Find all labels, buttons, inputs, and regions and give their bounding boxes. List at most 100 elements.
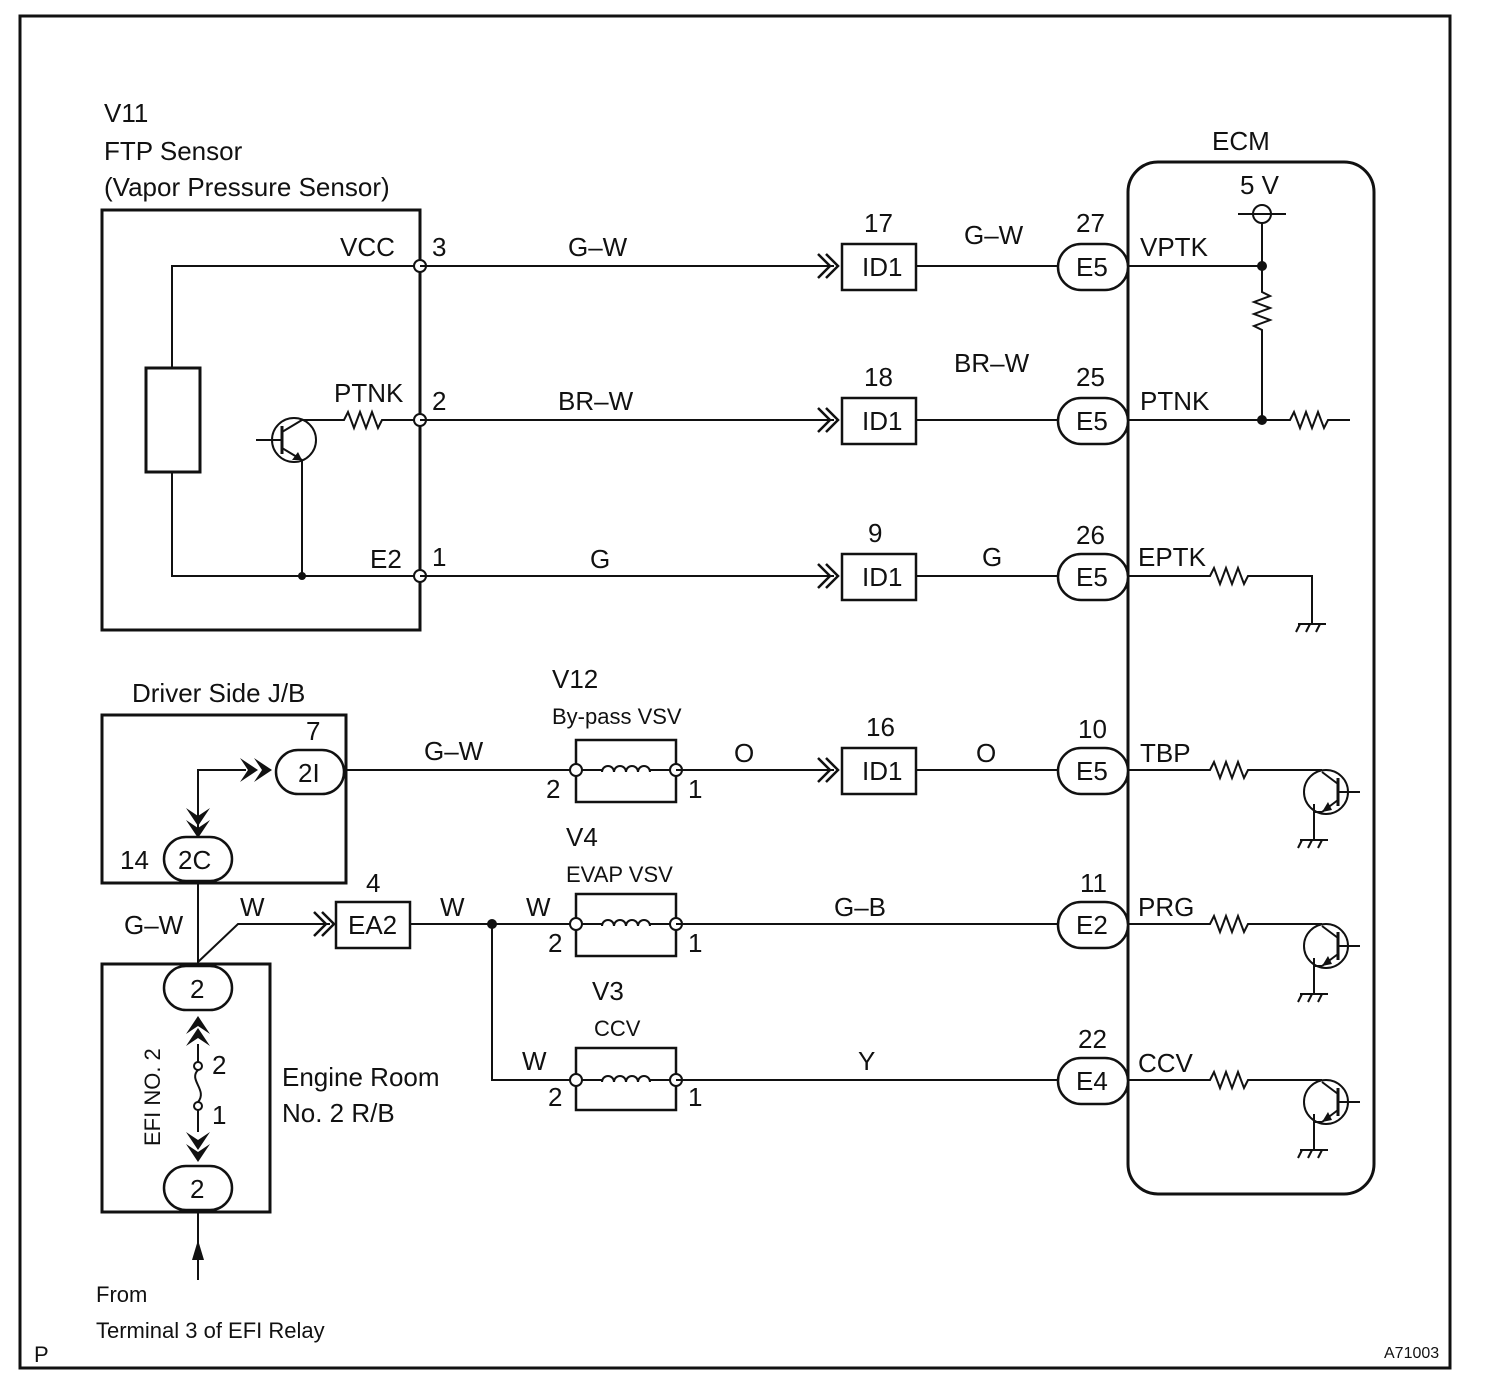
ecm-connector-label: E5 xyxy=(1076,406,1108,436)
ecm-pin: 27 xyxy=(1076,208,1105,238)
vsv-pin: 1 xyxy=(688,928,702,958)
ea2-connector: EA2 4 xyxy=(334,868,412,950)
junction-pin: 16 xyxy=(866,712,895,742)
fuse-pin: 1 xyxy=(212,1100,226,1130)
ecm-signal: EPTK xyxy=(1138,542,1207,572)
ecm-signal: CCV xyxy=(1138,1048,1194,1078)
ccv-name: CCV xyxy=(594,1016,641,1041)
junction-label: ID1 xyxy=(862,562,902,592)
ecm-connector-label: E4 xyxy=(1076,1066,1108,1096)
wire-color: G xyxy=(590,544,610,574)
ea2-label: EA2 xyxy=(348,910,397,940)
ftp-sensor-alt-name: (Vapor Pressure Sensor) xyxy=(104,172,390,202)
junction-id1 xyxy=(840,552,918,602)
wire-color: W xyxy=(526,892,551,922)
ecm-connector-label: E5 xyxy=(1076,756,1108,786)
figure-id: A71003 xyxy=(1384,1345,1439,1362)
ecm-pin: 22 xyxy=(1078,1024,1107,1054)
ecm-box xyxy=(1126,160,1376,1196)
rb-connector-label: 2 xyxy=(190,974,204,1004)
ecm-connector-label: E5 xyxy=(1076,252,1108,282)
transistor-icon xyxy=(1303,923,1360,982)
ecm-connector-label: E5 xyxy=(1076,562,1108,592)
ecm-connector xyxy=(1056,552,1130,602)
wire-color: G–W xyxy=(568,232,628,262)
ecm-signal: PRG xyxy=(1138,892,1194,922)
vsv-pin: 1 xyxy=(688,774,702,804)
rb-name-line2: No. 2 R/B xyxy=(282,1098,395,1128)
ftp-sensor: V11 FTP Sensor (Vapor Pressure Sensor) V… xyxy=(100,98,446,632)
connector-2c-label: 2C xyxy=(178,845,211,875)
ecm-signal: TBP xyxy=(1140,738,1191,768)
junction-pin: 9 xyxy=(868,518,882,548)
ground-icon xyxy=(1295,587,1327,633)
wire-color: G xyxy=(982,542,1002,572)
evap-vsv-code: V4 xyxy=(566,822,598,852)
bypass-vsv-name: By-pass VSV xyxy=(552,704,682,729)
wire-color: BR–W xyxy=(954,348,1030,378)
sensor-transistor-icon xyxy=(256,417,317,463)
ftp-sensor-name: FTP Sensor xyxy=(104,136,243,166)
junction-label: ID1 xyxy=(862,252,902,282)
junction-label: ID1 xyxy=(862,406,902,436)
ccv-code: V3 xyxy=(592,976,624,1006)
wire-color: G–B xyxy=(834,892,886,922)
bypass-vsv: V12 By-pass VSV 2 1 xyxy=(546,664,702,804)
supply-terminal-icon xyxy=(1238,204,1286,224)
connector-2c-pin: 14 xyxy=(120,845,149,875)
vsv-pin: 2 xyxy=(546,774,560,804)
sensor-element xyxy=(144,366,202,474)
evap-vsv: V4 EVAP VSV 2 1 xyxy=(548,822,702,958)
arrow-icon xyxy=(186,1016,210,1034)
ecm: ECM 5 V xyxy=(1126,126,1376,1196)
vsv-pin: 2 xyxy=(548,1082,562,1112)
source-line1: From xyxy=(96,1282,147,1307)
vsv-pin: 2 xyxy=(548,928,562,958)
ecm-pin: 10 xyxy=(1078,714,1107,744)
junction-label: ID1 xyxy=(862,756,902,786)
corner-label: P xyxy=(34,1342,49,1367)
fuse-icon xyxy=(194,1069,202,1103)
pin-num-2: 2 xyxy=(432,386,446,416)
rb-connector-top xyxy=(162,964,234,1012)
wire-color: G–W xyxy=(964,220,1024,250)
fuse-name: EFI NO. 2 xyxy=(140,1048,165,1146)
rb-name-line1: Engine Room xyxy=(282,1062,440,1092)
arrow-icon xyxy=(186,1132,210,1150)
ecm-signal: PTNK xyxy=(1140,386,1210,416)
ecm-connector-label: E2 xyxy=(1076,910,1108,940)
rb-box xyxy=(100,962,272,1214)
evap-vsv-name: EVAP VSV xyxy=(566,862,673,887)
ecm-supply-label: 5 V xyxy=(1240,170,1280,200)
wire-color: W xyxy=(440,892,465,922)
pin-num-1: 1 xyxy=(432,542,446,572)
wire-color: O xyxy=(734,738,754,768)
pin-num-3: 3 xyxy=(432,232,446,262)
ea2-pin: 4 xyxy=(366,868,380,898)
pin-label-ptnk: PTNK xyxy=(334,378,404,408)
junction-pin: 17 xyxy=(864,208,893,238)
engine-room-rb: 2 2 2 1 EFI NO. 2 Engine Room No. 2 R/B xyxy=(100,962,440,1214)
ftp-sensor-code: V11 xyxy=(104,98,148,128)
arrow-icon xyxy=(186,808,210,826)
ecm-pin: 26 xyxy=(1076,520,1105,550)
connector-2i-pin: 7 xyxy=(306,716,320,746)
supply-wire-color: G–W xyxy=(124,910,184,940)
ecm-driver-transistor-icon xyxy=(1297,769,1360,1159)
wire-color: Y xyxy=(858,1046,875,1076)
connector-2i xyxy=(274,748,346,796)
ccv-valve: V3 CCV 2 1 xyxy=(548,976,702,1112)
pin-label-vcc: VCC xyxy=(340,232,395,262)
connector-2i-label: 2I xyxy=(298,758,320,788)
figure-frame xyxy=(18,14,1452,1370)
rb-connector-label: 2 xyxy=(190,1174,204,1204)
vsv-pin: 1 xyxy=(688,1082,702,1112)
arrow-icon xyxy=(240,758,258,782)
arrow-up-icon xyxy=(192,1240,204,1260)
wire-color: BR–W xyxy=(558,386,634,416)
wire-color: O xyxy=(976,738,996,768)
ecm-pin: 25 xyxy=(1076,362,1105,392)
ecm-pin: 11 xyxy=(1080,868,1107,898)
driver-jb-name: Driver Side J/B xyxy=(132,678,305,708)
